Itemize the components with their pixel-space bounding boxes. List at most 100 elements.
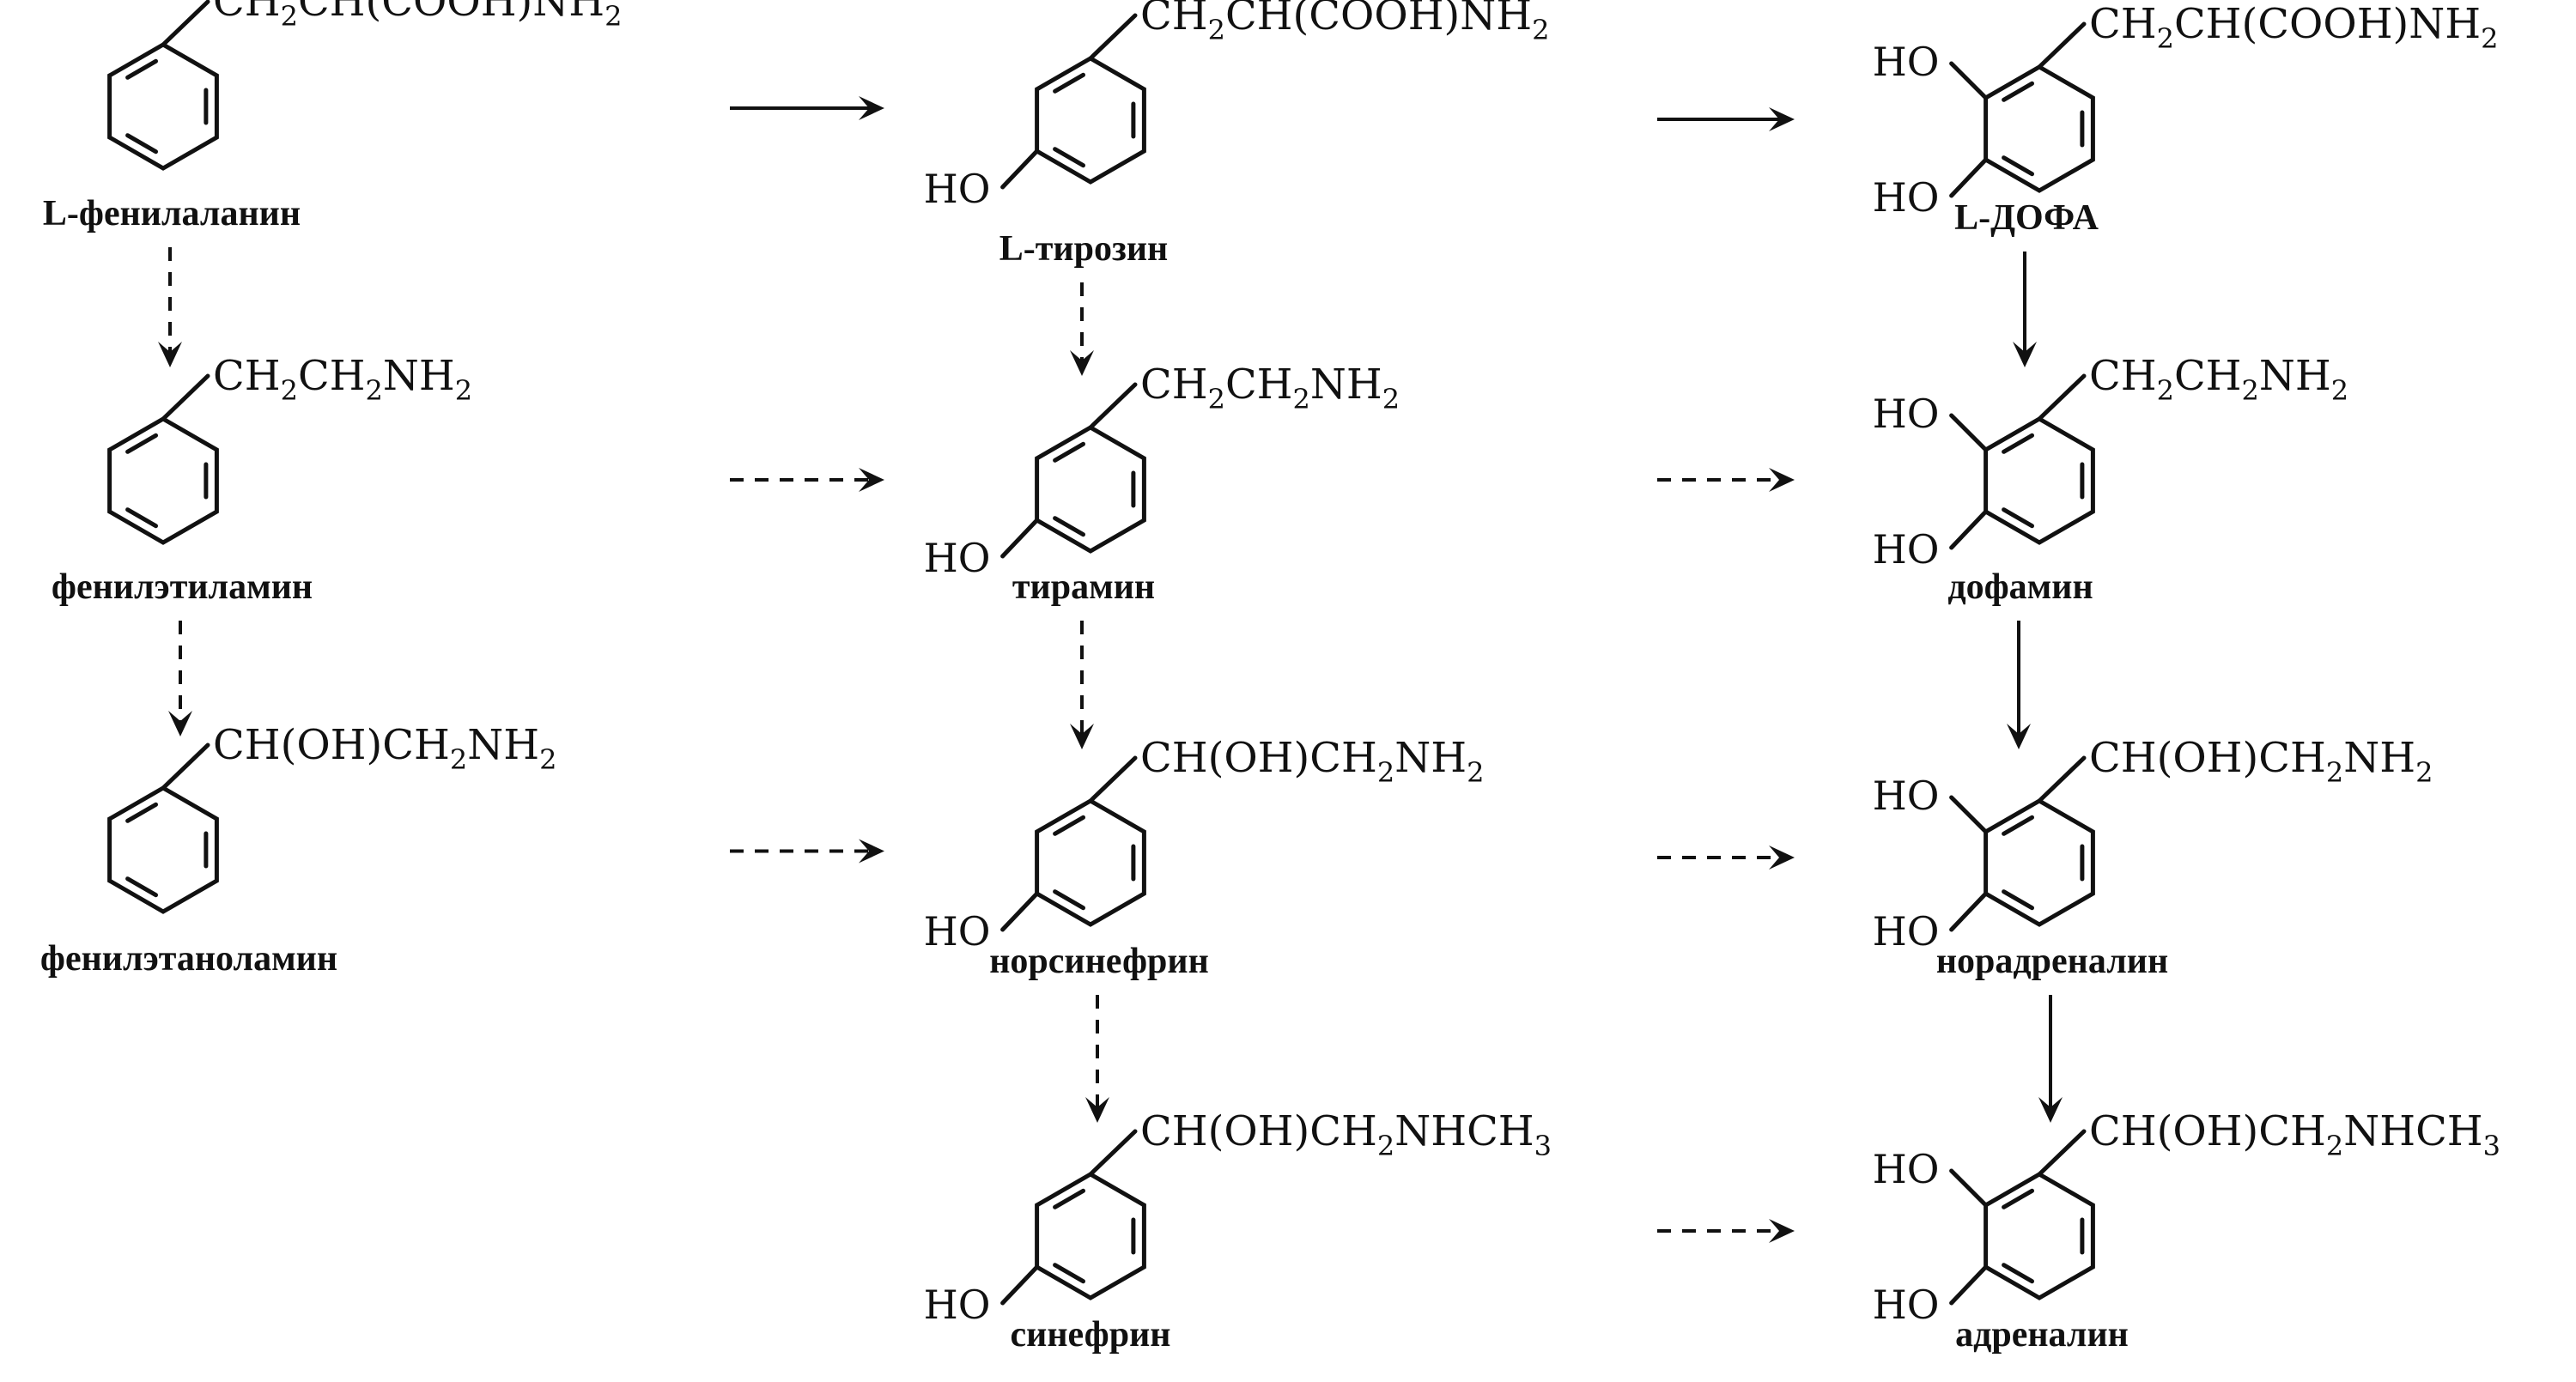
compound-name: синефрин [1010, 1315, 1170, 1355]
arrow-head [1769, 468, 1795, 492]
formula-subscript: 2 [1208, 383, 1225, 415]
formula-segment: CH(COOH)NH [2174, 0, 2481, 48]
arrow-norad-to-adr [2038, 995, 2063, 1123]
double-bond [2002, 1263, 2034, 1284]
ring-outline [1984, 64, 2095, 193]
double-bond [2002, 155, 2034, 177]
formula-subscript: 2 [2481, 22, 2498, 55]
hydroxyl-label: HO [1873, 773, 1940, 819]
compound-name: L-тирозин [999, 229, 1168, 269]
side-chain-bond [161, 373, 210, 421]
side-chain-formula: CH(OH)CH2NH2 [213, 721, 556, 776]
benzene-ring [1984, 416, 2095, 545]
arrow-head [2013, 342, 2037, 367]
side-chain-bond [1088, 1129, 1138, 1177]
side-chain-formula: CH2CH(COOH)NH2 [1140, 0, 1550, 46]
hydroxyl-label: HO [1873, 1146, 1940, 1192]
arrow-pea-to-pea-ol [168, 621, 192, 736]
conversion-arrows [158, 96, 2063, 1243]
double-bond [2002, 433, 2034, 454]
ring-outline [1035, 798, 1146, 927]
formula-subscript: 2 [1532, 14, 1549, 46]
compound-name: фенилэтиламин [52, 567, 313, 607]
side-chain-formula: CH(OH)CH2NHCH3 [1140, 1107, 1552, 1162]
formula-subscript: 2 [2157, 22, 2174, 55]
benzene-ring [1984, 64, 2095, 193]
formula-segment: NH [467, 721, 539, 769]
arrow-head [2038, 1097, 2063, 1123]
benzene-ring [1035, 798, 1146, 927]
side-chain-formula: CH2CH(COOH)NH2 [213, 0, 623, 33]
formula-subscript: 2 [366, 374, 383, 407]
formula-segment: NH [1394, 734, 1467, 782]
hydroxyl-label: HO [924, 908, 991, 955]
hydroxyl-bond [1949, 795, 1989, 834]
double-bond [125, 876, 158, 898]
side-chain-bond [161, 743, 210, 791]
hydroxyl-bond [1000, 891, 1040, 932]
double-bond [1053, 441, 1085, 463]
ring-outline [107, 785, 219, 914]
side-chain-bond [2037, 21, 2087, 70]
formula-segment: NH [2259, 352, 2331, 400]
arrow-head [859, 468, 884, 492]
arrow-head [2007, 724, 2031, 749]
formula-segment: NHCH [2343, 1107, 2482, 1155]
arrow-tyr-to-tyramine [1070, 282, 1094, 376]
compound-pea: CH2CH2NH2 фенилэтиламин [52, 352, 472, 607]
side-chain-bond [1088, 755, 1138, 803]
compound-name: адреналин [1955, 1315, 2129, 1355]
double-bond [2002, 81, 2034, 102]
hydroxyl-label: HO [1873, 1282, 1940, 1328]
hydroxyl-bond [1949, 1168, 1989, 1208]
formula-subscript: 2 [2331, 374, 2348, 407]
formula-segment: CH [1140, 361, 1208, 409]
benzene-ring [1035, 425, 1146, 554]
compound-name: дофамин [1947, 567, 2093, 607]
arrow-norsyn-to-norad [1657, 846, 1795, 870]
ring-outline [1984, 416, 2095, 545]
benzene-ring [1035, 1172, 1146, 1300]
side-chain-bond [161, 0, 210, 47]
compound-name: фенилэтаноламин [40, 939, 337, 979]
benzene-ring [1035, 56, 1146, 185]
arrow-head [1769, 1219, 1795, 1243]
arrow-tyramine-to-norsyn [1070, 621, 1094, 749]
double-bond [1053, 147, 1085, 168]
formula-subscript: 2 [2326, 1130, 2343, 1162]
formula-subscript: 2 [1208, 14, 1225, 46]
formula-subscript: 3 [2483, 1130, 2500, 1162]
compound-name: L-фенилаланин [43, 194, 301, 233]
side-chain-formula: CH2CH2NH2 [213, 352, 472, 407]
double-bond [2002, 889, 2034, 911]
double-bond [125, 433, 158, 454]
arrow-syn-to-adr [1657, 1219, 1795, 1243]
compound-pea-ol: CH(OH)CH2NH2 фенилэтаноламин [40, 721, 557, 979]
double-bond [2002, 815, 2034, 836]
ring-outline [107, 42, 219, 171]
double-bond [125, 58, 158, 80]
formula-subscript: 2 [1382, 383, 1400, 415]
formula-subscript: 2 [2415, 756, 2433, 789]
formula-segment: NH [1310, 361, 1382, 409]
arrow-dopamine-to-norad [2007, 621, 2031, 749]
arrow-pea-to-tyramine [730, 468, 884, 492]
double-bond [1053, 72, 1085, 94]
hydroxyl-label: HO [924, 1282, 991, 1328]
arrow-head [1769, 107, 1795, 131]
hydroxyl-label: HO [924, 535, 991, 581]
hydroxyl-bond [1949, 157, 1989, 198]
double-bond [1053, 889, 1085, 911]
hydroxyl-label: HO [924, 166, 991, 212]
formula-segment: CH [1140, 0, 1208, 39]
formula-segment: CH(OH)CH [1140, 1107, 1377, 1155]
arrow-phe-to-tyr [730, 96, 884, 120]
hydroxyl-bond [1949, 509, 1989, 550]
hydroxyl-label: HO [1873, 391, 1940, 437]
hydroxyl-bond [1949, 891, 1989, 932]
